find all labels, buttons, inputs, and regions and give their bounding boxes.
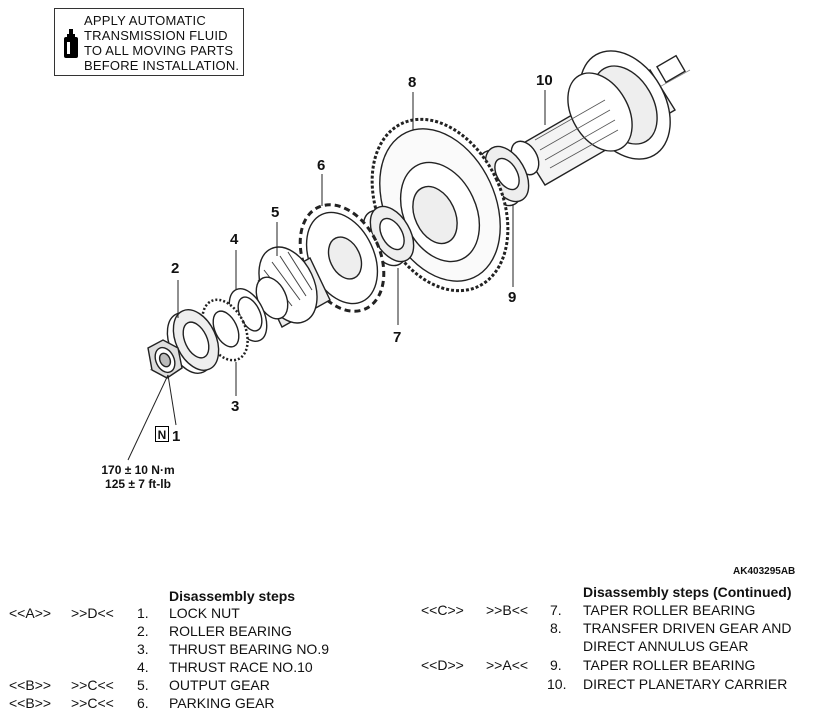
- new-part-badge: N: [155, 426, 169, 442]
- step-number: 4.: [137, 659, 149, 675]
- step-name: TAPER ROLLER BEARING: [583, 657, 756, 673]
- right-steps-header: Disassembly steps (Continued): [583, 584, 792, 600]
- step-name: DIRECT PLANETARY CARRIER: [583, 676, 788, 692]
- step-name: LOCK NUT: [169, 605, 240, 621]
- output-gear: [255, 246, 331, 328]
- step-name: PARKING GEAR: [169, 695, 275, 711]
- step-code-1: <<A>>: [9, 605, 52, 621]
- step-code-2: >>C<<: [71, 677, 114, 693]
- step-number: 7.: [550, 602, 562, 618]
- step-code-1: <<C>>: [421, 602, 464, 618]
- step-name: TAPER ROLLER BEARING: [583, 602, 756, 618]
- left-steps-header: Disassembly steps: [169, 588, 296, 604]
- torque-imperial: 125 ± 7 ft-lb: [105, 477, 171, 491]
- step-number: 10.: [547, 676, 567, 692]
- note-line: APPLY AUTOMATIC: [84, 13, 206, 28]
- exploded-view-diagram: [127, 50, 691, 461]
- note-box: APPLY AUTOMATIC TRANSMISSION FLUID TO AL…: [54, 8, 244, 76]
- figure-id: AK403295AB: [733, 566, 796, 577]
- step-number: 8.: [550, 620, 562, 636]
- step-code-2: >>D<<: [71, 605, 114, 621]
- torque-metric: 170 ± 10 N·m: [101, 463, 175, 477]
- callout-2: 2: [171, 260, 180, 277]
- note-line: BEFORE INSTALLATION.: [84, 58, 240, 73]
- step-name: THRUST RACE NO.10: [169, 659, 313, 675]
- step-number: 5.: [137, 677, 149, 693]
- step-number: 6.: [137, 695, 149, 711]
- callout-4: 4: [230, 231, 239, 248]
- callout-10: 10: [536, 72, 553, 89]
- step-name: THRUST BEARING NO.9: [169, 641, 329, 657]
- torque-spec: 170 ± 10 N·m 125 ± 7 ft-lb: [88, 463, 188, 491]
- note-line: TRANSMISSION FLUID: [84, 28, 228, 43]
- step-code-2: >>B<<: [486, 602, 529, 618]
- step-code-1: <<D>>: [421, 657, 464, 673]
- roller-bearing: [166, 309, 220, 374]
- callout-1: 1: [172, 428, 181, 445]
- leader-line-1: [167, 374, 177, 426]
- step-code-2: >>A<<: [486, 657, 529, 673]
- step-number: 2.: [137, 623, 149, 639]
- note-text: APPLY AUTOMATIC TRANSMISSION FLUID TO AL…: [84, 13, 239, 73]
- direct-planetary-carrier: [510, 50, 686, 186]
- step-number: 1.: [137, 605, 149, 621]
- leader-line-torque: [127, 374, 169, 461]
- taper-roller-bearing-7: [362, 205, 415, 267]
- lock-nut: [147, 339, 183, 379]
- callout-5: 5: [271, 204, 280, 221]
- step-name: TRANSFER DRIVEN GEAR AND: [583, 620, 792, 636]
- step-number: 9.: [550, 657, 562, 673]
- step-code-2: >>C<<: [71, 695, 114, 711]
- callout-6: 6: [317, 157, 326, 174]
- step-name: OUTPUT GEAR: [169, 677, 270, 693]
- step-code-1: <<B>>: [9, 695, 52, 711]
- callout-3: 3: [231, 398, 240, 415]
- callout-7: 7: [393, 329, 402, 346]
- fluid-bottle-icon: [64, 29, 78, 58]
- callout-9: 9: [508, 289, 517, 306]
- step-name: ROLLER BEARING: [169, 623, 292, 639]
- step-number: 3.: [137, 641, 149, 657]
- note-line: TO ALL MOVING PARTS: [84, 43, 234, 58]
- step-code-1: <<B>>: [9, 677, 52, 693]
- callout-8: 8: [408, 74, 417, 91]
- step-name: DIRECT ANNULUS GEAR: [583, 638, 749, 654]
